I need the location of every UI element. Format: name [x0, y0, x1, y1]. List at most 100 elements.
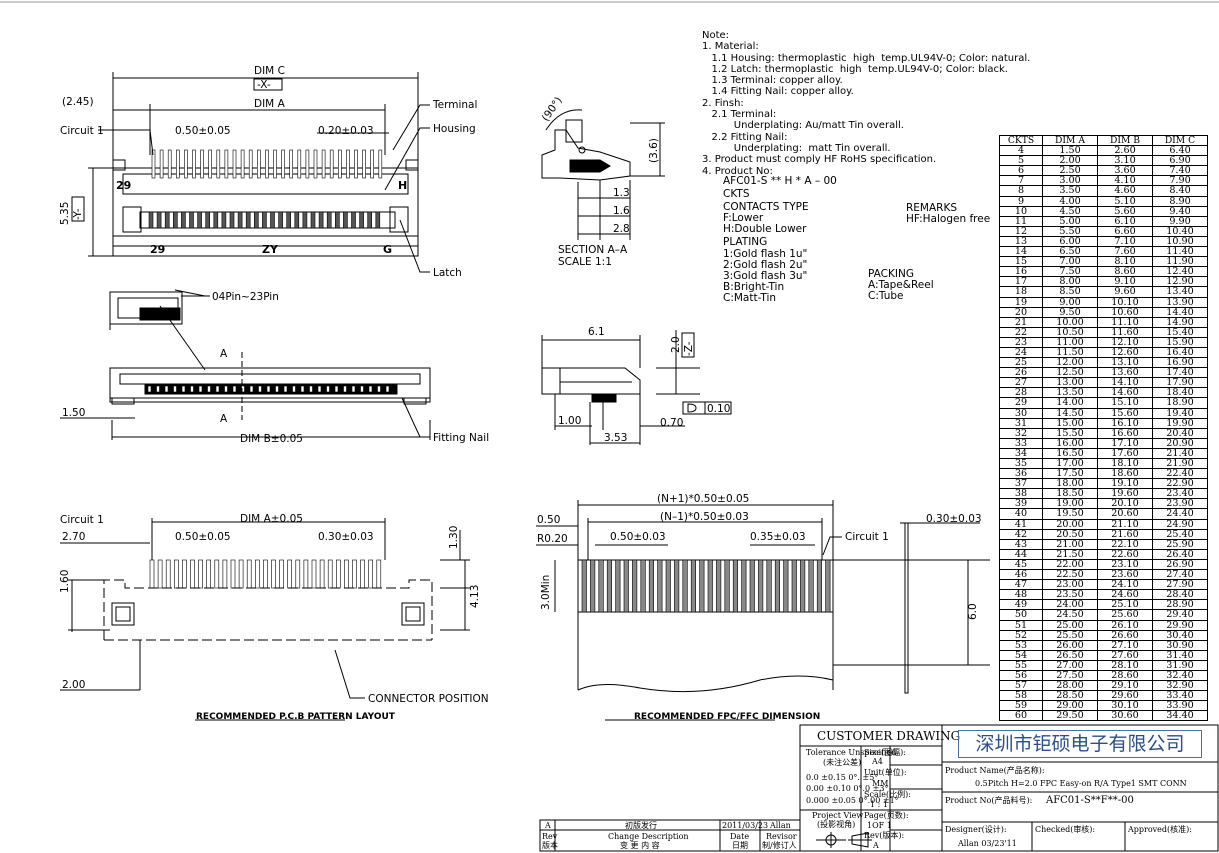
side-pin — [173, 385, 177, 393]
table-cell: 24 — [999, 346, 1043, 359]
ffc-finger — [640, 559, 646, 613]
table-cell: 4.60 — [1097, 185, 1153, 197]
table-cell: 15.00 — [1042, 417, 1098, 429]
side-pin — [309, 385, 313, 393]
ffc-finger — [816, 559, 823, 613]
table-cell: 9.40 — [1152, 205, 1208, 217]
lower-contact — [221, 211, 227, 229]
table-cell: 19.10 — [1097, 478, 1153, 490]
code-hf: HF:Halogen free — [906, 213, 990, 225]
pcb-pad — [255, 559, 260, 589]
x-datum: -X- — [257, 79, 271, 91]
table-cell: 6.10 — [1097, 215, 1153, 227]
ffc-finger — [598, 559, 604, 613]
table-cell: 16 — [999, 266, 1043, 278]
ffc-finger — [590, 559, 596, 613]
side-pin — [334, 385, 339, 393]
ffc-nm1: (N–1)*0.50±0.03 — [660, 511, 749, 523]
h-date-cn: 日期 — [732, 841, 748, 850]
top-terminal — [346, 149, 350, 179]
table-cell: 25.00 — [1042, 619, 1098, 631]
lower-contact — [189, 211, 194, 229]
table-cell: 14.90 — [1152, 316, 1208, 328]
connector-position: CONNECTOR POSITION — [368, 693, 489, 705]
table-cell: 36 — [999, 468, 1043, 480]
pins-range: 04Pin~23Pin — [212, 291, 279, 303]
section-d3: 2.8 — [613, 223, 630, 235]
table-cell: 22.90 — [1152, 478, 1208, 490]
table-cell: 16.00 — [1042, 437, 1098, 449]
table-cell: 26.00 — [1042, 639, 1098, 651]
a-label-top: A — [220, 348, 228, 360]
table-cell: 11.40 — [1152, 246, 1208, 258]
h-reviser-cn: 制/修订人 — [762, 840, 797, 850]
table-cell: 1.50 — [1042, 145, 1098, 157]
top-terminal — [224, 149, 229, 179]
table-cell: 19.60 — [1097, 488, 1153, 500]
side-offset: 1.50 — [62, 407, 85, 419]
top-terminal — [313, 149, 318, 179]
table-cell: 26.50 — [1042, 649, 1098, 661]
table-cell: 9.00 — [1042, 296, 1098, 308]
table-cell: 7.10 — [1097, 235, 1153, 248]
ffc-finger — [766, 559, 772, 613]
table-cell: 18.60 — [1097, 468, 1153, 480]
table-cell: 3.00 — [1042, 175, 1098, 187]
table-cell: 22.50 — [1042, 569, 1098, 581]
table-cell: 25.60 — [1097, 609, 1153, 621]
top-terminal — [216, 149, 221, 179]
pcb-pitch: 0.50±0.05 — [175, 531, 231, 543]
table-cell: 28 — [999, 387, 1043, 399]
table-cell: 22.00 — [1042, 558, 1098, 571]
table-cell: 6.40 — [1152, 145, 1208, 157]
table-cell: 59 — [999, 700, 1043, 712]
side-pin — [385, 385, 390, 393]
table-cell: 12.90 — [1152, 276, 1208, 288]
table-cell: 7.50 — [1042, 266, 1098, 278]
ffc-finger — [716, 559, 722, 613]
top-terminal — [176, 149, 180, 179]
ffc-finger — [825, 559, 831, 613]
note-line: Underplating: matt Tin overall. — [702, 142, 891, 154]
mark-h: H — [398, 179, 407, 192]
ffc-d050: 0.50 — [537, 514, 560, 526]
lower-contact — [334, 211, 340, 229]
table-cell: 18.40 — [1152, 387, 1208, 399]
top-terminal — [240, 149, 245, 179]
table-cell: 30.40 — [1152, 629, 1208, 641]
table-cell: 10.50 — [1042, 326, 1098, 338]
top-terminal — [159, 149, 164, 179]
table-cell: 23 — [999, 336, 1043, 348]
table-cell: 14 — [999, 246, 1043, 258]
table-cell: 13.90 — [1152, 296, 1208, 308]
customer-drawing: CUSTOMER DRAWING — [817, 729, 960, 743]
lower-contact — [262, 211, 267, 229]
table-cell: 25.50 — [1042, 629, 1098, 641]
pcb-pad — [295, 559, 301, 589]
table-cell: 16.50 — [1042, 447, 1098, 460]
top-terminal — [281, 149, 285, 179]
table-cell: 43 — [999, 538, 1043, 550]
table-cell: 25 — [999, 357, 1043, 369]
lower-contact — [181, 211, 186, 229]
table-cell: 8 — [999, 185, 1043, 197]
side-pin — [147, 385, 152, 393]
table-cell: 13.40 — [1152, 286, 1208, 298]
pcb-d270: 2.70 — [62, 531, 85, 543]
table-cell: 2.60 — [1097, 145, 1153, 157]
side-pin — [275, 385, 279, 393]
ffc-finger — [699, 559, 705, 613]
table-cell: 3.10 — [1097, 155, 1153, 167]
code-plating: PLATING — [723, 236, 767, 248]
